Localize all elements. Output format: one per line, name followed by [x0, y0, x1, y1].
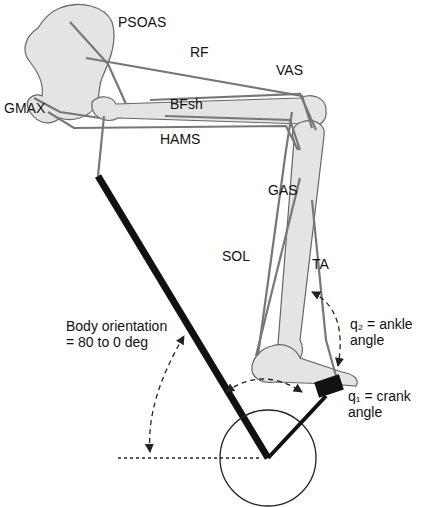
muscle-name: RF — [190, 44, 209, 60]
horizontal-reference — [118, 457, 262, 458]
body-orientation-bar — [98, 176, 268, 458]
angle-label: Body orientation = 80 to 0 deg — [66, 318, 178, 350]
hip-link — [98, 116, 104, 176]
muscle-name: HAMS — [160, 131, 200, 147]
muscle-name: PSOAS — [118, 14, 166, 30]
muscle-name: VAS — [276, 62, 303, 78]
angle-label: q₁ = crank angle — [348, 388, 442, 420]
muscle-name: BFsh — [170, 96, 203, 112]
ta-line — [312, 200, 336, 376]
muscle-name: GAS — [268, 182, 298, 198]
crank-arm — [268, 396, 326, 458]
angle-label: q₂ = ankle angle — [350, 316, 442, 348]
foot — [252, 345, 357, 386]
sol-line — [256, 178, 300, 356]
muscle-name: TA — [312, 256, 329, 272]
hams-line — [48, 112, 298, 150]
muscle-name: GMAX — [4, 100, 45, 116]
ankle-angle-arc — [312, 292, 340, 366]
crank-angle-arc — [226, 379, 302, 392]
angle-arcs — [150, 292, 341, 452]
body-orientation-arc — [150, 336, 184, 452]
muscle-name: SOL — [222, 248, 250, 264]
pedal — [314, 374, 344, 397]
